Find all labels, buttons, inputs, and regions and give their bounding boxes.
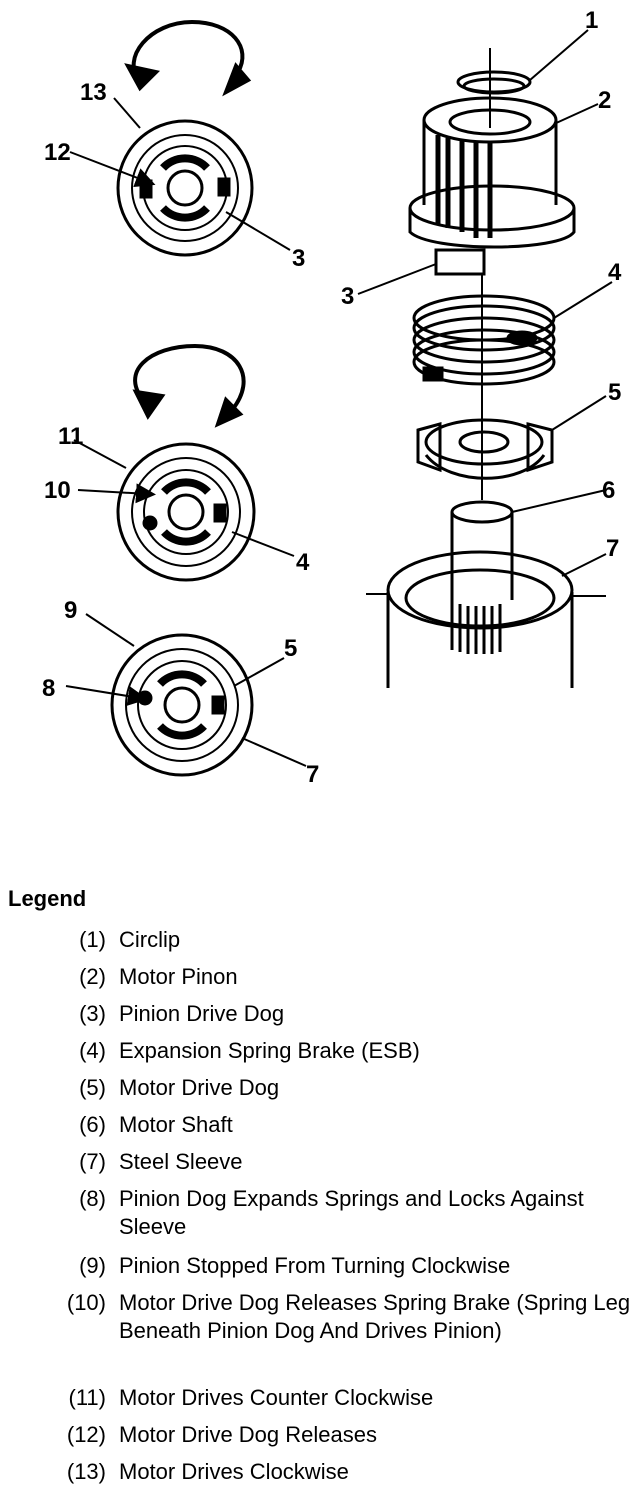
callout-9: 9: [64, 597, 77, 624]
motor-shaft-part: [450, 500, 514, 654]
legend-item-number: (2): [79, 964, 106, 989]
callout-1: 1: [585, 7, 598, 34]
legend-item-number: (7): [79, 1149, 106, 1174]
legend-item-label: Steel Sleeve: [119, 1149, 243, 1174]
legend-item-number: (13): [66, 1459, 106, 1484]
callout-2: 2: [598, 87, 611, 114]
callout-5-view: 5: [284, 635, 297, 662]
callout-8: 8: [42, 675, 55, 702]
steel-sleeve-part: [366, 550, 606, 688]
legend-item-number: (12): [66, 1422, 106, 1447]
legend-item-number: (11): [68, 1385, 107, 1410]
callout-4-view: 4: [296, 549, 310, 576]
legend-item-label: Motor Drives Counter Clockwise: [119, 1385, 434, 1410]
callout-12: 12: [44, 139, 71, 166]
legend-item-label: Motor Drive Dog: [119, 1075, 280, 1100]
legend-item-number: (10): [66, 1290, 106, 1315]
legend-item-label: Motor Shaft: [119, 1112, 233, 1137]
legend-item-label: Motor Drives Clockwise: [119, 1459, 349, 1484]
exploded-diagram: 1 2 3 4 5 6 7 3 12 13 11 10 4 9 8 5 7: [42, 7, 622, 788]
legend-title: Legend: [8, 886, 87, 911]
legend-item-label: Circlip: [119, 927, 181, 952]
circlip-part: [456, 70, 532, 95]
legend-item-label: Expansion Spring Brake (ESB): [119, 1038, 420, 1063]
legend-item-number: (5): [79, 1075, 106, 1100]
callout-6: 6: [602, 477, 615, 504]
motor-drive-dog-part: [416, 418, 554, 480]
legend-item-number: (3): [79, 1001, 106, 1026]
callout-5: 5: [608, 379, 621, 406]
callout-13: 13: [80, 79, 107, 106]
callout-3-view: 3: [292, 245, 305, 272]
callout-3: 3: [341, 283, 354, 310]
clockwise-view-assembly: [116, 119, 254, 257]
legend-item-label: Pinion Dog Expands Springs and Locks Aga…: [119, 1186, 584, 1239]
callout-7: 7: [606, 535, 619, 562]
legend-item-label: Motor Drive Dog Releases Spring Brake (S…: [119, 1290, 631, 1343]
legend-item-number: (9): [79, 1253, 106, 1278]
legend-item-label: Motor Pinon: [119, 964, 238, 989]
counter-clockwise-view-assembly: [116, 442, 256, 582]
motor-pinion-part: [408, 96, 576, 276]
legend-item-label: Pinion Stopped From Turning Clockwise: [119, 1253, 511, 1278]
callout-11: 11: [58, 423, 83, 450]
legend-item-label: Motor Drive Dog Releases: [119, 1422, 377, 1447]
locked-view-assembly: [110, 633, 254, 777]
leader-lines: [65, 29, 613, 767]
legend-item-number: (6): [79, 1112, 106, 1137]
clockwise-rotation-arrow: [124, 19, 252, 97]
legend-item-number: (4): [79, 1038, 106, 1063]
callout-10: 10: [44, 477, 71, 504]
callout-7-view: 7: [306, 761, 319, 788]
expansion-spring-brake-part: [412, 294, 556, 386]
legend-item-label: Pinion Drive Dog: [119, 1001, 285, 1026]
legend-item-number: (1): [79, 927, 106, 952]
legend-item-number: (8): [79, 1186, 106, 1211]
counter-clockwise-rotation-arrow: [132, 343, 246, 428]
callout-4: 4: [608, 259, 622, 286]
